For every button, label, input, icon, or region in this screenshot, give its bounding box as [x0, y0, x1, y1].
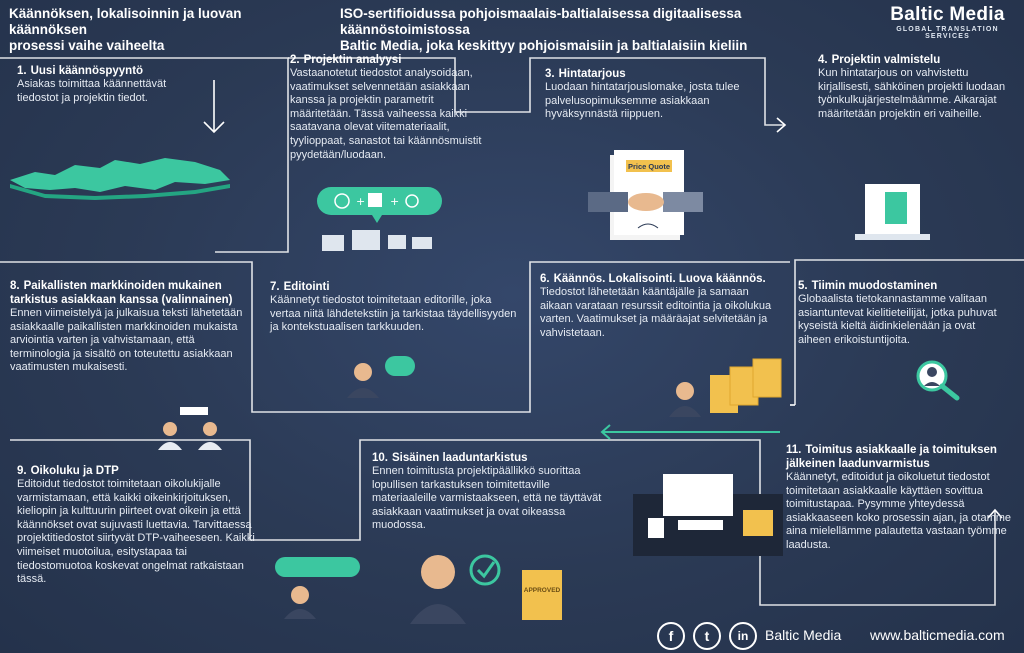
step-1: 1.Uusi käännöspyyntö Asiakas toimittaa k…: [17, 64, 207, 105]
header-center: ISO-sertifioidussa pohjoismaalais-baltia…: [340, 6, 840, 54]
step-10-text: Ennen toimitusta projektipäällikkö suori…: [372, 465, 602, 532]
footer-brand: Baltic Media: [765, 627, 842, 643]
step-5-num: 5.: [798, 280, 808, 292]
step-2-num: 2.: [290, 54, 300, 66]
step-2-text: Vastaanotetut tiedostot analysoidaan, va…: [290, 67, 482, 161]
folders-icon: [669, 358, 782, 417]
linkedin-icon[interactable]: in: [729, 622, 757, 650]
step-1-num: 1.: [17, 65, 27, 77]
step-9-text: Editoidut tiedostot toimitetaan oikoluki…: [17, 478, 255, 586]
step-5: 5.Tiimin muodostaminen Globaalista tieto…: [798, 279, 1008, 347]
step-3-text: Luodaan hintatarjouslomake, josta tulee …: [545, 81, 740, 121]
step-2: 2.Projektin analyysi Vastaanotetut tiedo…: [290, 53, 490, 162]
step-9-title: Oikoluku ja DTP: [30, 465, 119, 477]
step-1-title: Uusi käännöspyyntö: [30, 65, 144, 77]
europe-map-icon: [10, 158, 230, 200]
svg-text:+: +: [356, 195, 365, 208]
step-4-title: Projektin valmistelu: [831, 54, 941, 66]
logo: Baltic Media GLOBAL TRANSLATION SERVICES: [880, 4, 1015, 40]
step-2-title: Projektin analyysi: [303, 54, 402, 66]
header-left-line2: prosessi vaihe vaiheelta: [9, 38, 165, 53]
header-center-line1: ISO-sertifioidussa pohjoismaalais-baltia…: [340, 6, 742, 37]
twitter-icon[interactable]: t: [693, 622, 721, 650]
step-6-num: 6.: [540, 273, 550, 285]
magnifier-icon: [916, 360, 960, 401]
step-8-num: 8.: [10, 280, 20, 292]
desk-computer-icon: [633, 474, 783, 556]
logo-text: Baltic Media: [890, 4, 1005, 25]
header-left: Käännöksen, lokalisoinnin ja luovan kään…: [9, 6, 309, 54]
step-10-title: Sisäinen laaduntarkistus: [392, 452, 528, 464]
facebook-icon[interactable]: f: [657, 622, 685, 650]
header-left-line1: Käännöksen, lokalisoinnin ja luovan kään…: [9, 6, 242, 37]
twitter-glyph: t: [704, 628, 710, 644]
logo-subtitle: GLOBAL TRANSLATION SERVICES: [896, 26, 999, 40]
laptop-icon: [855, 184, 930, 240]
step-1-text: Asiakas toimittaa käännettävät tiedostot…: [17, 78, 167, 104]
linkedin-glyph: in: [737, 629, 749, 643]
step-5-text: Globaalista tietokannastamme valitaan as…: [798, 293, 997, 346]
price-quote-label: Price Quote: [628, 162, 670, 171]
step-5-title: Tiimin muodostaminen: [811, 280, 938, 292]
step-7-text: Käännetyt tiedostot toimitetaan editoril…: [270, 294, 517, 334]
step-11-num: 11.: [786, 444, 802, 456]
translate-bubble-icon: + +: [317, 187, 442, 251]
svg-text:+: +: [390, 195, 399, 208]
step-6: 6.Käännös. Lokalisointi. Luova käännös. …: [540, 272, 780, 340]
step-7: 7.Editointi Käännetyt tiedostot toimitet…: [270, 280, 520, 335]
step-4-num: 4.: [818, 54, 828, 66]
quality-check-icon: APPROVED: [410, 554, 562, 624]
approved-label: APPROVED: [524, 587, 561, 594]
step-11-title: Toimitus asiakkaalle ja toimituksen jälk…: [786, 444, 997, 470]
step-10-num: 10.: [372, 452, 388, 464]
footer-website[interactable]: www.balticmedia.com: [870, 627, 1005, 643]
step-11: 11.Toimitus asiakkaalle ja toimituksen j…: [786, 443, 1018, 553]
handshake-icon: Price Quote: [588, 150, 703, 240]
step-9: 9.Oikoluku ja DTP Editoidut tiedostot to…: [17, 464, 257, 587]
step-4-text: Kun hintatarjous on vahvistettu kirjalli…: [818, 67, 1006, 120]
step-3-num: 3.: [545, 68, 555, 80]
step-10: 10. Sisäinen laaduntarkistus Ennen toimit…: [372, 451, 612, 533]
step-7-title: Editointi: [283, 281, 330, 293]
dtp-person-icon: [275, 557, 360, 619]
step-8-title: Paikallisten markkinoiden mukainen tarki…: [10, 280, 233, 306]
approved-folder-icon: [522, 570, 562, 620]
step-3: 3.Hintatarjous Luodaan hintatarjouslomak…: [545, 67, 755, 122]
step-7-num: 7.: [270, 281, 280, 293]
step-6-title: Käännös. Lokalisointi. Luova käännös.: [553, 273, 766, 285]
editor-person-icon: [347, 356, 415, 398]
step-8: 8.Paikallisten markkinoiden mukainen tar…: [10, 279, 250, 375]
client-review-icon: [158, 407, 222, 450]
step-4: 4.Projektin valmistelu Kun hintatarjous …: [818, 53, 1018, 121]
step-3-title: Hintatarjous: [558, 68, 626, 80]
facebook-glyph: f: [668, 628, 674, 644]
header-center-line2: Baltic Media, joka keskittyy pohjoismais…: [340, 38, 748, 53]
step-9-num: 9.: [17, 465, 27, 477]
step-8-text: Ennen viimeistelyä ja julkaisua teksti l…: [10, 307, 243, 374]
checkmark-icon: [469, 554, 501, 586]
step-11-text: Käännetyt, editoidut ja oikoluetut tiedo…: [786, 471, 1012, 551]
step-6-text: Tiedostot lähetetään kääntäjälle ja sama…: [540, 286, 772, 339]
